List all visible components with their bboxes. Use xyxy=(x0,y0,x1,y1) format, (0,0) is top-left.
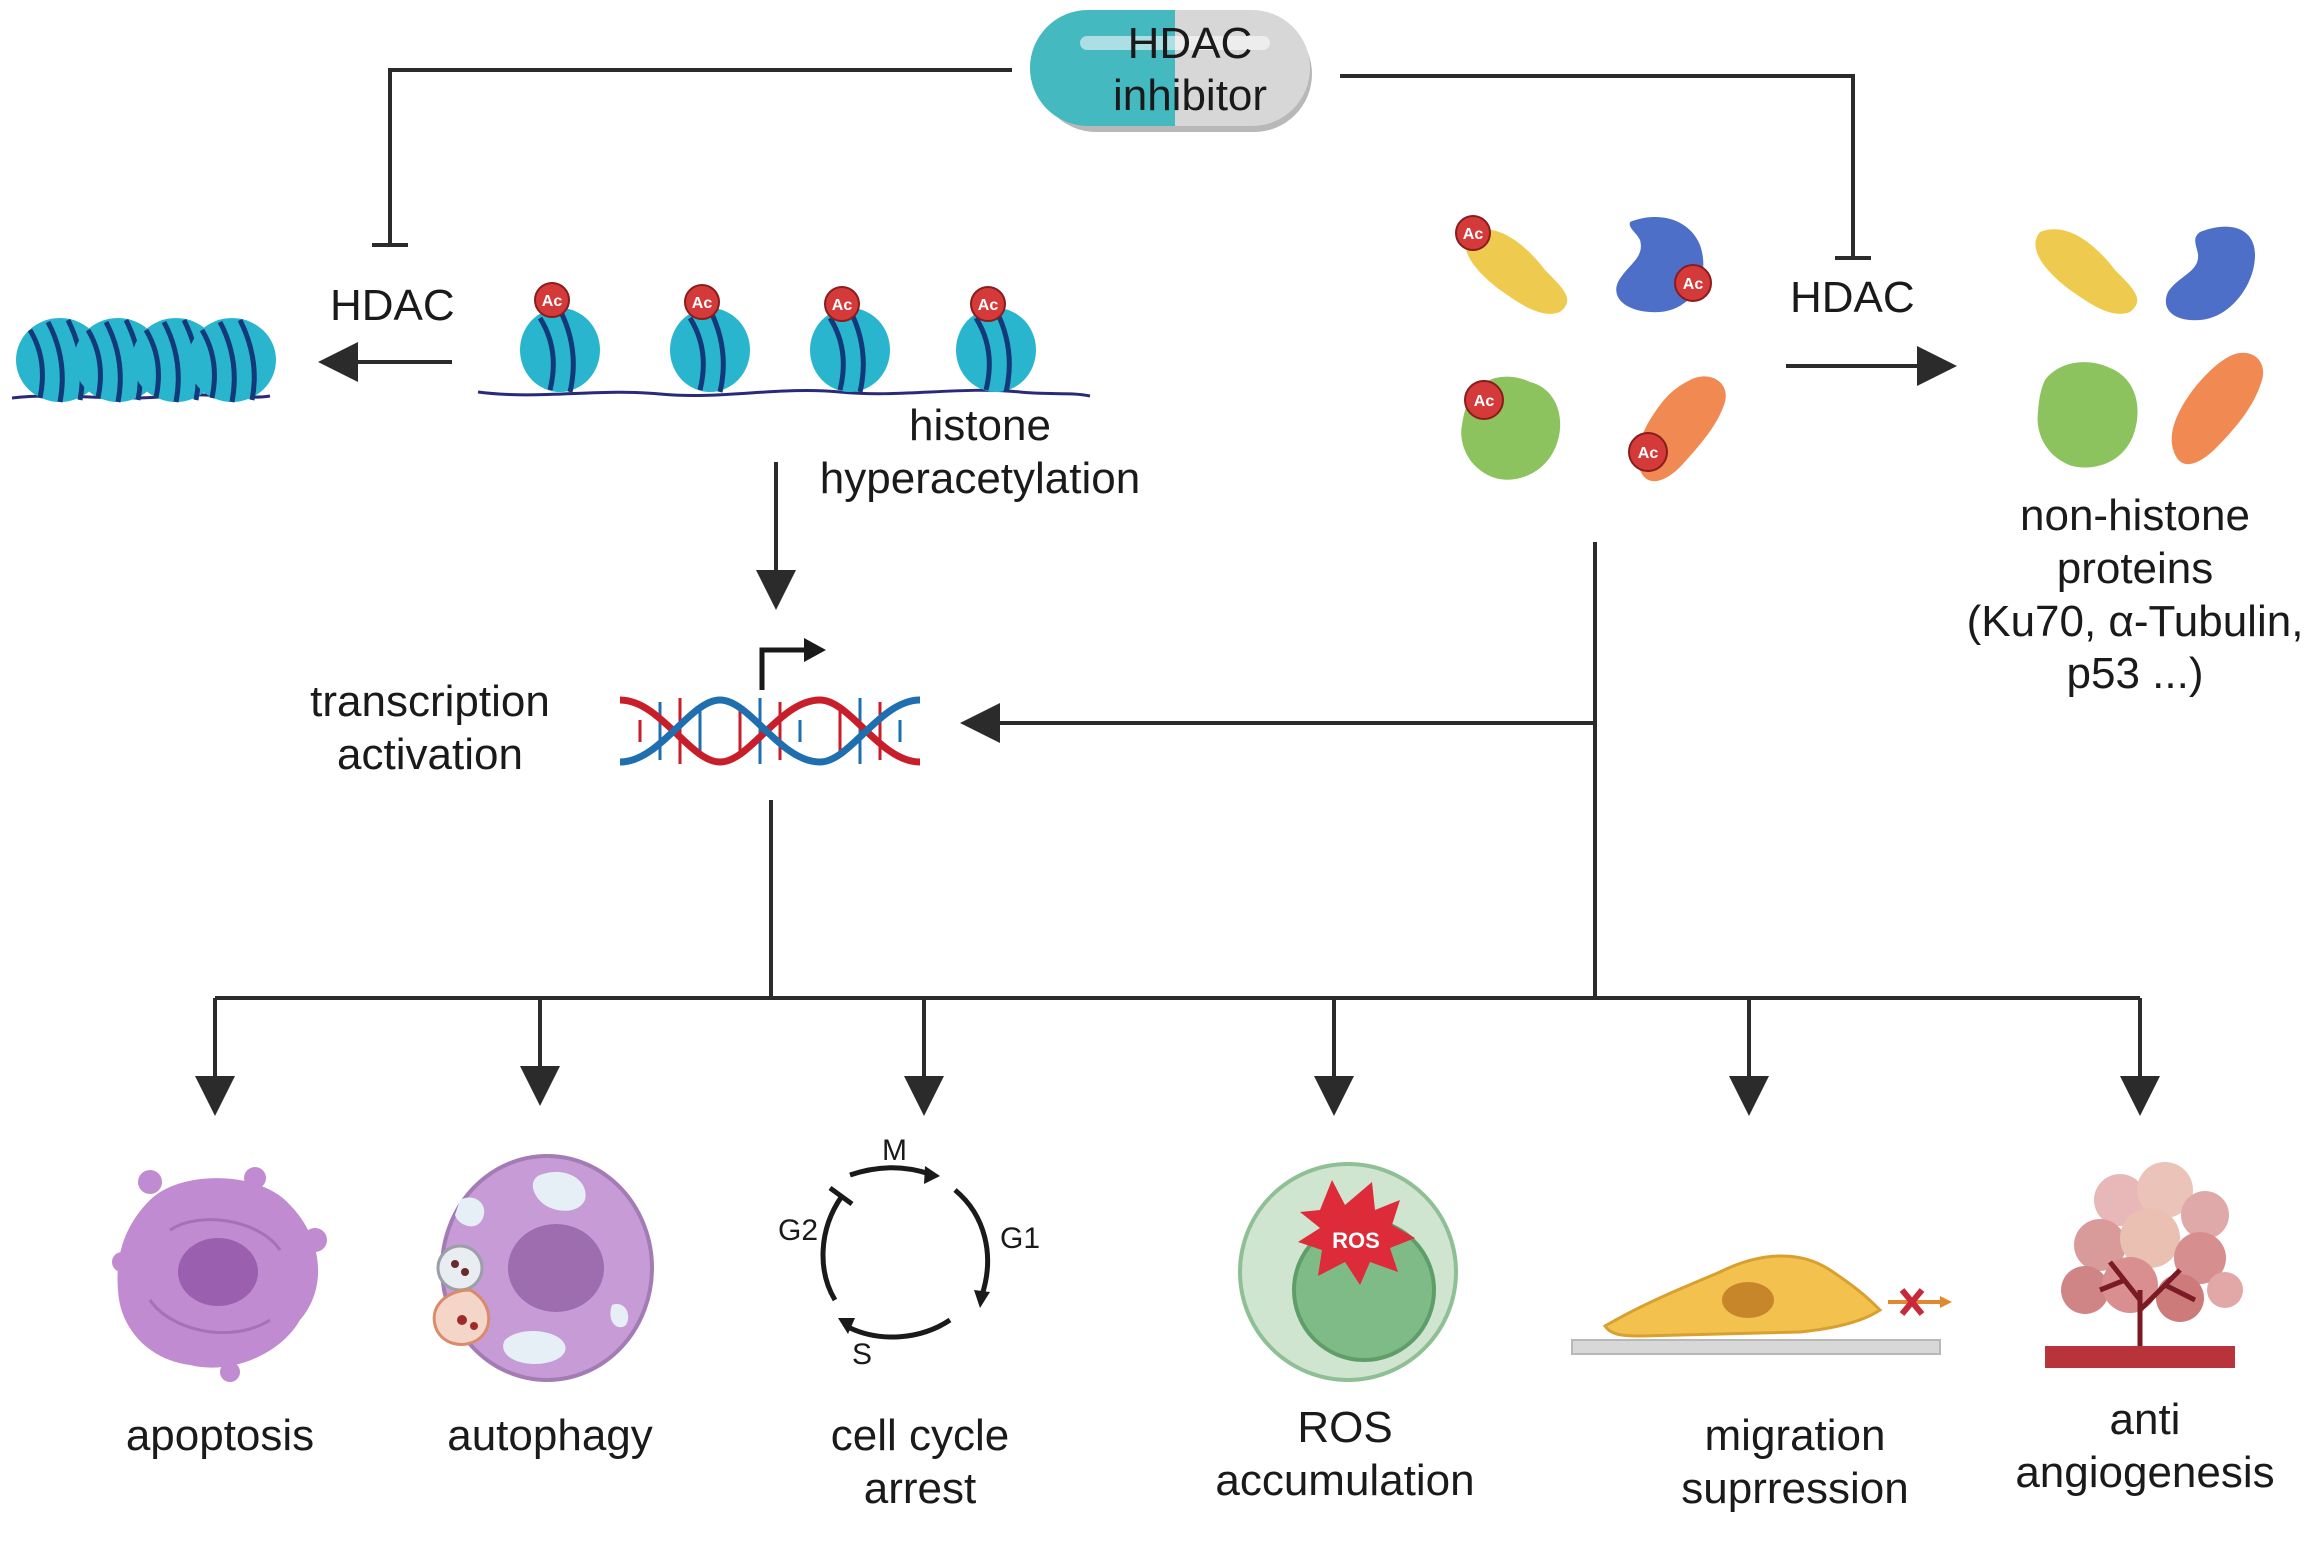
inhibit-line-right xyxy=(1340,74,1855,258)
svg-text:Ac: Ac xyxy=(978,297,999,314)
outcome-migration-label: migration suprression xyxy=(1610,1410,1980,1516)
hdac-label-nonhistone: HDAC xyxy=(1790,273,1915,322)
outcome-ros-line2: accumulation xyxy=(1215,1455,1475,1505)
outcome-angiogenesis-line2: angiogenesis xyxy=(2015,1447,2275,1497)
ros-badge-text: ROS xyxy=(1332,1228,1380,1253)
outcome-cell-cycle-line1: cell cycle xyxy=(830,1411,1010,1460)
svg-text:Ac: Ac xyxy=(1683,276,1704,293)
histone-hyperacetylation-line1: histone xyxy=(909,401,1051,450)
dna-transcription-icon xyxy=(619,638,921,766)
phase-m: M xyxy=(882,1134,907,1167)
deacetylated-proteins xyxy=(2035,226,2264,468)
svg-text:Ac: Ac xyxy=(832,297,853,314)
protein-yellow xyxy=(2035,229,2138,314)
transcription-line1: transcription xyxy=(310,677,550,726)
outcome-cell-cycle-label: cell cycle arrest xyxy=(760,1410,1080,1516)
outcome-ros-line1: ROS xyxy=(1297,1403,1393,1452)
outcome-ros-label: ROS accumulation xyxy=(1170,1402,1520,1508)
nucleosome-open xyxy=(520,308,600,393)
acetylated-proteins: Ac Ac Ac Ac xyxy=(1455,215,1726,482)
svg-text:Ac: Ac xyxy=(1474,393,1495,410)
transcription-activation-label: transcription activation xyxy=(290,676,570,782)
hdac-label-histone: HDAC xyxy=(330,281,455,330)
outcome-migration-line1: migration xyxy=(1704,1411,1886,1460)
nucleosome-open xyxy=(810,308,890,393)
hdac-inhibitor-line2: inhibitor xyxy=(1112,70,1268,120)
ros-icon: ROS xyxy=(1238,1162,1458,1382)
nucleosome-open xyxy=(670,308,750,393)
transcription-line2: activation xyxy=(337,729,523,779)
outcome-apoptosis-label: apoptosis xyxy=(60,1410,380,1463)
protein-green: Ac xyxy=(1461,376,1561,480)
protein-orange xyxy=(2171,352,2264,465)
hdac-inhibitor-line1: HDAC xyxy=(1127,19,1253,68)
svg-text:Ac: Ac xyxy=(1463,226,1484,243)
nonhistone-proteins-label: non-histone proteins (Ku70, α-Tubulin, p… xyxy=(1940,490,2311,701)
phase-g2: G2 xyxy=(778,1214,818,1247)
acetyl-mark: Ac xyxy=(824,286,860,322)
acetyl-mark: Ac xyxy=(970,286,1006,322)
svg-text:Ac: Ac xyxy=(692,295,713,312)
apoptosis-icon xyxy=(112,1167,327,1382)
nonhistone-line2: proteins xyxy=(2056,543,2214,593)
protein-yellow: Ac xyxy=(1455,215,1568,314)
nonhistone-line3: (Ku70, α-Tubulin, xyxy=(1966,596,2304,646)
nucleosome-compact xyxy=(188,318,276,403)
nucleosome-open xyxy=(956,308,1036,393)
cell-cycle-phase-labels: M G1 S G2 xyxy=(778,1134,1040,1371)
svg-text:Ac: Ac xyxy=(542,293,563,310)
cell-cycle-icon xyxy=(820,1165,990,1340)
outcome-angiogenesis-label: anti angiogenesis xyxy=(1985,1394,2305,1500)
histone-hyperacetylation-line2: hyperacetylation xyxy=(819,453,1141,503)
deacetylated-chromatin xyxy=(11,318,276,403)
autophagy-icon xyxy=(432,1154,654,1382)
outcome-migration-line2: suprression xyxy=(1681,1463,1909,1513)
acetyl-mark: Ac xyxy=(534,282,570,318)
migration-icon xyxy=(1571,1254,1952,1355)
acetylated-chromatin: Ac Ac Ac Ac xyxy=(477,282,1091,398)
outcome-angiogenesis-line1: anti xyxy=(2109,1395,2181,1444)
nonhistone-line1: non-histone xyxy=(2020,491,2250,540)
protein-green xyxy=(2037,362,2138,468)
outcome-cell-cycle-line2: arrest xyxy=(863,1463,977,1513)
hdac-inhibitor-pill xyxy=(1030,10,1312,132)
protein-orange: Ac xyxy=(1628,376,1726,482)
outcome-autophagy-label: autophagy xyxy=(390,1410,710,1463)
svg-text:Ac: Ac xyxy=(1638,445,1659,462)
nonhistone-line4: p53 ...) xyxy=(2066,649,2204,699)
connector-lines xyxy=(195,68,2160,1116)
hdac-inhibitor-label: HDAC inhibitor xyxy=(1030,18,1350,122)
inhibit-line-left xyxy=(388,68,1012,245)
protein-blue xyxy=(2165,226,2255,321)
outcome-autophagy-line1: autophagy xyxy=(447,1411,653,1460)
outcome-apoptosis-line1: apoptosis xyxy=(125,1411,315,1460)
phase-s: S xyxy=(852,1338,872,1371)
phase-g1: G1 xyxy=(1000,1222,1040,1255)
protein-blue: Ac xyxy=(1616,216,1712,313)
histone-hyperacetylation-label: histone hyperacetylation xyxy=(800,400,1160,506)
angiogenesis-icon xyxy=(2045,1162,2243,1368)
acetyl-mark: Ac xyxy=(684,284,720,320)
